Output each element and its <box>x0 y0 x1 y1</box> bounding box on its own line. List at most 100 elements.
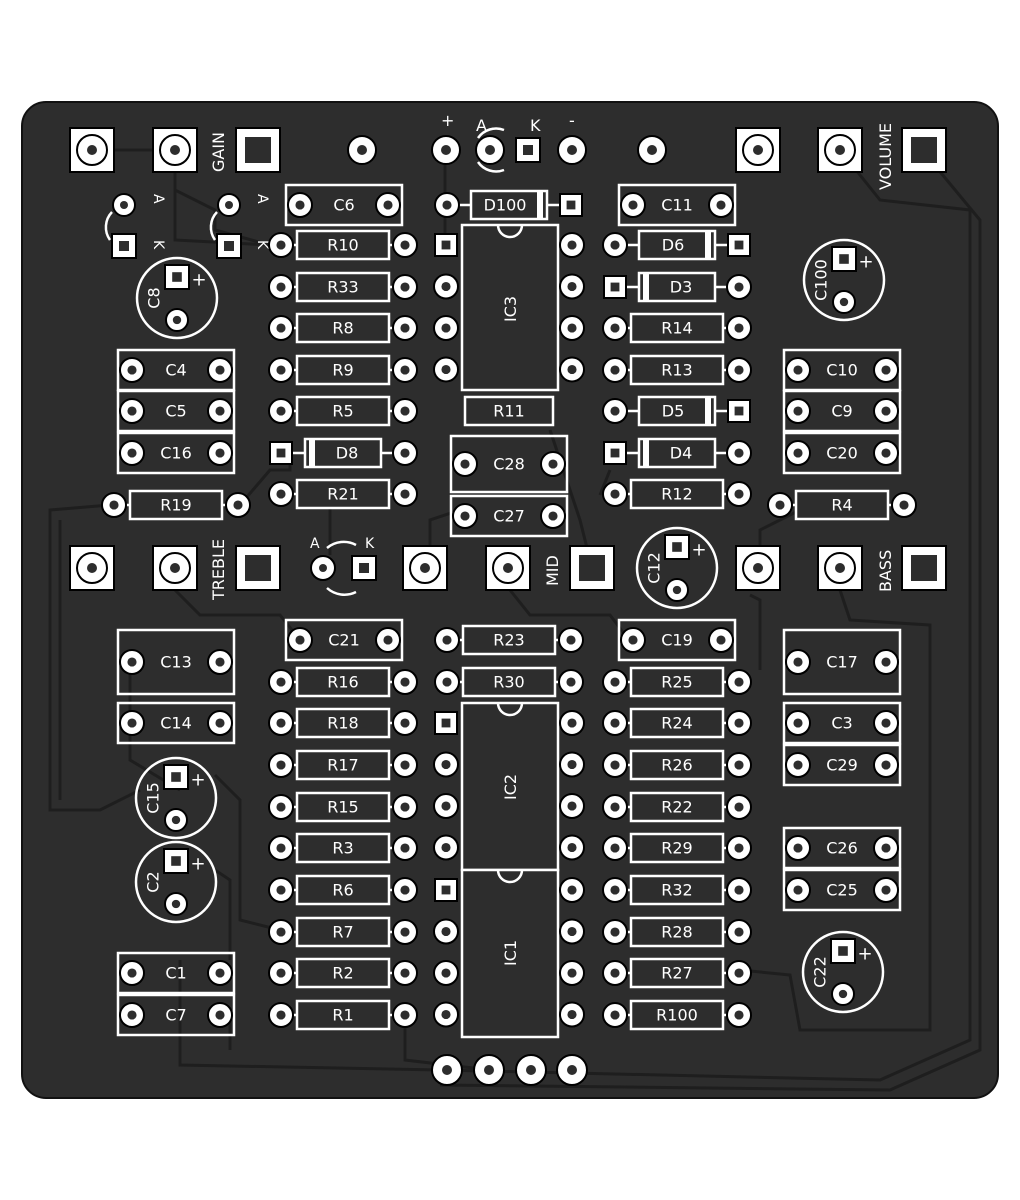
resistor-r14-label: R14 <box>661 319 692 338</box>
capacitor-c29: C29 <box>782 743 902 787</box>
resistor-r7: R7 <box>268 916 418 948</box>
capacitor-c27-label: C27 <box>493 507 525 526</box>
capacitor-c28: C28 <box>449 434 569 494</box>
ic-2-pin <box>433 793 459 819</box>
capacitor-c21-label: C21 <box>328 631 360 650</box>
resistor-r11-label: R11 <box>493 402 524 421</box>
led-left-1 <box>104 193 137 259</box>
capacitor-c14: C14 <box>116 701 236 745</box>
resistor-r33: R33 <box>268 271 418 303</box>
capacitor-c19: C19 <box>617 618 737 662</box>
capacitor-c13-label: C13 <box>160 653 192 672</box>
resistor-r27-label: R27 <box>661 964 692 983</box>
resistor-r6: R6 <box>268 874 418 906</box>
diode-d8: D8 <box>269 437 418 469</box>
capacitor-c16-label: C16 <box>160 444 192 463</box>
resistor-r13: R13 <box>602 354 752 386</box>
capacitor-c6-label: C6 <box>333 196 354 215</box>
resistor-r8: R8 <box>268 312 418 344</box>
capacitor-c8: +C8 <box>135 256 219 340</box>
capacitor-c29-label: C29 <box>826 756 858 775</box>
resistor-r5-label: R5 <box>332 402 353 421</box>
ic-3: IC3 <box>460 223 560 392</box>
capacitor-c16: C16 <box>116 431 236 475</box>
capacitor-c4: C4 <box>116 348 236 392</box>
capacitor-c12-plus: + <box>691 540 706 561</box>
pot-volume: VOLUME <box>735 123 947 190</box>
resistor-r22-label: R22 <box>661 798 692 817</box>
ic-2-pin <box>433 834 459 861</box>
diode-d5-label: D5 <box>662 402 685 421</box>
ic-2-pin <box>434 711 458 735</box>
pot-volume-label: VOLUME <box>876 123 895 190</box>
ic-1-pin <box>433 1001 459 1028</box>
capacitor-c21: C21 <box>284 618 404 662</box>
pot-treble: TREBLE <box>69 539 281 601</box>
ic-3-pin <box>559 315 585 341</box>
capacitor-c15-plus: + <box>190 770 205 791</box>
resistor-r27: R27 <box>602 957 752 989</box>
resistor-r8-label: R8 <box>332 319 353 338</box>
resistor-r30: R30 <box>434 666 584 698</box>
capacitor-c26-label: C26 <box>826 839 858 858</box>
ic-3-label: IC3 <box>501 296 520 322</box>
diode-d6-label: D6 <box>662 236 685 255</box>
resistor-r24: R24 <box>602 707 752 739</box>
led-left-2-cathode: K <box>254 240 270 250</box>
resistor-r16-label: R16 <box>327 673 358 692</box>
pot-mid-label: MID <box>543 555 562 586</box>
resistor-r12: R12 <box>602 478 752 510</box>
resistor-r1: R1 <box>268 999 418 1031</box>
resistor-r15-label: R15 <box>327 798 358 817</box>
capacitor-c9-label: C9 <box>831 402 852 421</box>
resistor-r12-label: R12 <box>661 485 692 504</box>
capacitor-c2-label: C2 <box>144 871 163 892</box>
capacitor-c100-label: C100 <box>812 259 831 301</box>
ic-3-pin <box>433 273 459 300</box>
ic-2-pin <box>559 710 585 736</box>
diode-d4-label: D4 <box>670 444 693 463</box>
ic-2: IC2 <box>460 701 560 872</box>
diode-d6: D6 <box>602 229 751 261</box>
ic-2-label: IC2 <box>501 774 520 800</box>
capacitor-c13: C13 <box>116 628 236 696</box>
resistor-r1-label: R1 <box>332 1006 353 1025</box>
capacitor-c15: + C15 <box>134 756 218 840</box>
led-top-minus: - <box>569 111 575 130</box>
capacitor-c3: C3 <box>782 701 902 745</box>
ic-1-pin <box>434 878 458 902</box>
led-top-anode: A <box>476 116 487 135</box>
resistor-r21-label: R21 <box>327 485 358 504</box>
capacitor-c1: C1 <box>116 951 236 995</box>
led-left-1-cathode: K <box>150 240 166 250</box>
capacitor-c22: +C22 <box>801 930 885 1014</box>
resistor-r22: R22 <box>602 791 752 823</box>
resistor-r18: R18 <box>268 707 418 739</box>
resistor-r2: R2 <box>268 957 418 989</box>
resistor-r10-label: R10 <box>327 236 358 255</box>
led-left-2 <box>209 193 242 259</box>
capacitor-c12-label: C12 <box>645 552 664 584</box>
resistor-r3: R3 <box>268 832 418 864</box>
capacitor-c17: C17 <box>782 628 902 696</box>
resistor-r4-label: R4 <box>831 496 852 515</box>
resistor-r21: R21 <box>268 478 418 510</box>
capacitor-c100-plus: + <box>858 252 873 273</box>
resistor-r100: R100 <box>602 999 752 1031</box>
capacitor-c10-label: C10 <box>826 361 858 380</box>
resistor-r26: R26 <box>602 749 752 781</box>
diode-d3-label: D3 <box>670 278 693 297</box>
capacitor-c28-label: C28 <box>493 455 525 474</box>
resistor-r19: R19 <box>101 489 251 521</box>
capacitor-c15-label: C15 <box>144 782 163 814</box>
led-top-cathode: K <box>530 116 541 135</box>
resistor-r24-label: R24 <box>661 714 692 733</box>
resistor-r3-label: R3 <box>332 839 353 858</box>
power-pads <box>347 127 667 173</box>
resistor-r19-label: R19 <box>160 496 191 515</box>
capacitor-c9: C9 <box>782 389 902 433</box>
capacitor-c27: C27 <box>449 494 569 538</box>
resistor-r9: R9 <box>268 354 418 386</box>
led-middle-anode: A <box>310 536 320 552</box>
ic-3-pin <box>559 232 585 258</box>
